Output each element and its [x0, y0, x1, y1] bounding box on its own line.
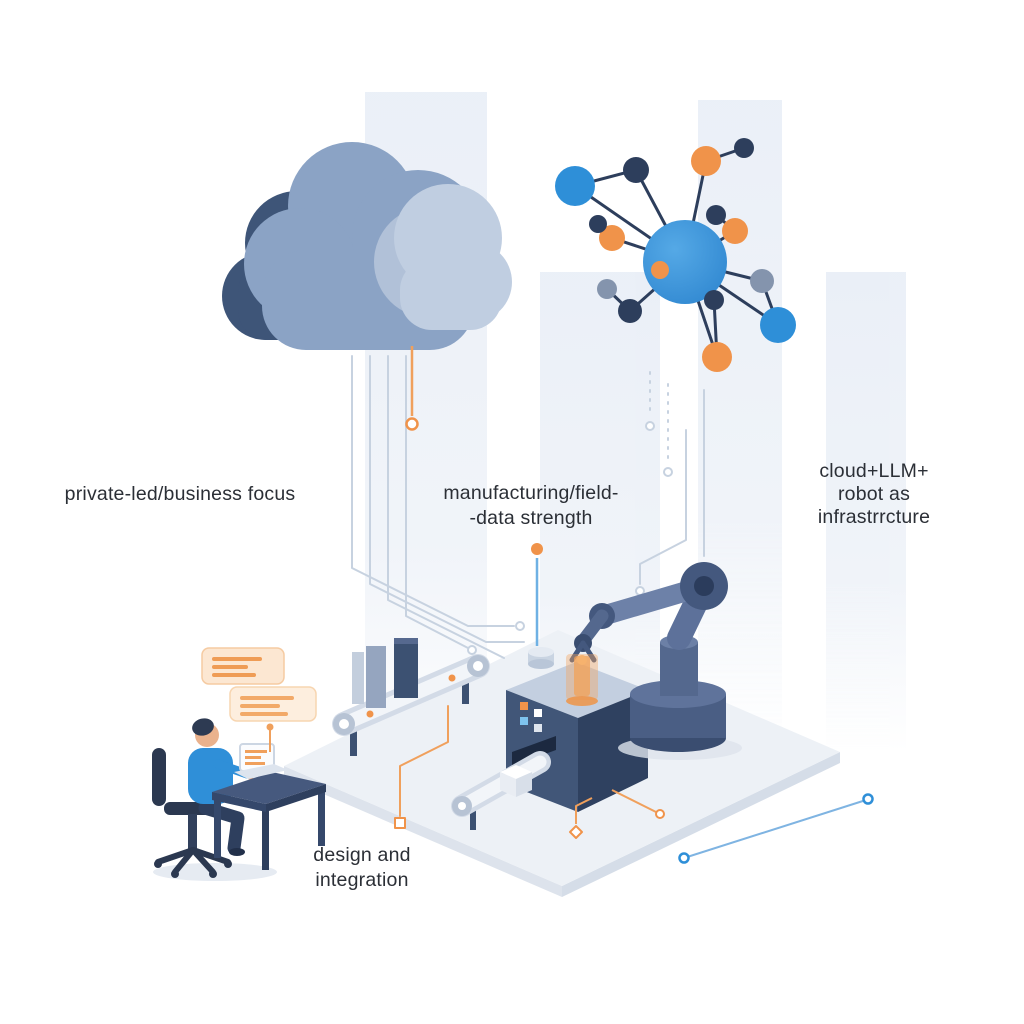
svg-text:-data strength: -data strength [469, 507, 592, 529]
label-design-integration: design and integration [313, 844, 410, 891]
svg-text:manufacturing/field-: manufacturing/field- [443, 482, 618, 504]
label-manufacturing: manufacturing/field- -data strength [443, 482, 618, 529]
orange-connector-center [569, 789, 665, 839]
svg-text:cloud+LLM+: cloud+LLM+ [819, 460, 928, 482]
robot-arm-icon [566, 562, 742, 760]
conveyor-belt-icon [332, 638, 490, 756]
cloud-drop-line [405, 346, 419, 431]
conveyor-belt-2-icon [451, 751, 551, 830]
center-drop-line [531, 543, 543, 646]
label-business-focus: private-led/business focus [65, 483, 296, 505]
circuit-lines [351, 355, 705, 659]
blue-connector-right [678, 793, 874, 864]
orange-connector-left [394, 705, 449, 829]
network-graph-icon [555, 138, 796, 372]
svg-text:robot as: robot as [838, 483, 910, 505]
chat-bubbles-icon [201, 647, 317, 752]
person-at-desk-icon [152, 718, 326, 881]
cloud-icon [222, 142, 512, 350]
svg-text:infrastrrcture: infrastrrcture [818, 506, 930, 528]
office-chair-icon [152, 748, 232, 878]
laptop-icon [234, 743, 288, 779]
svg-text:design and: design and [313, 844, 410, 866]
label-infrastructure: cloud+LLM+ robot as infrastrrcture [818, 460, 930, 528]
label-business-text: private-led/business focus [65, 483, 296, 505]
svg-text:integration: integration [315, 869, 408, 891]
desk-icon [212, 772, 326, 870]
